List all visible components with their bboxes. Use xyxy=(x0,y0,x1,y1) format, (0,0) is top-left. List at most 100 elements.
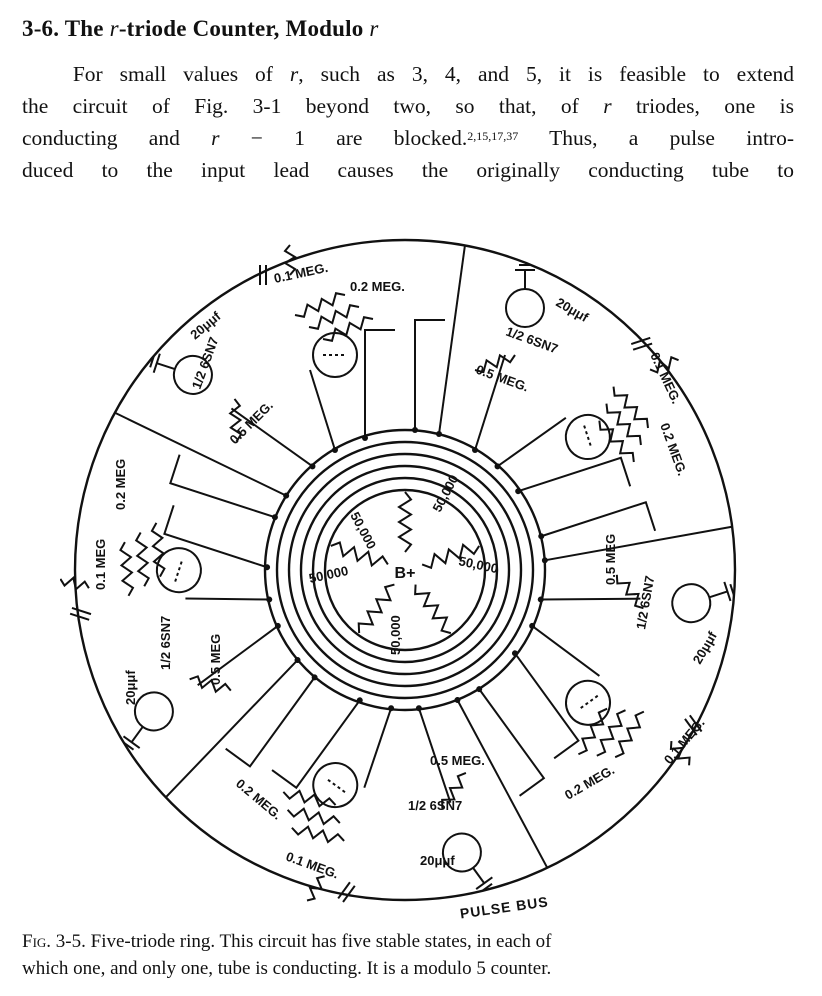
component-label: 0.1 MEG. xyxy=(647,350,684,406)
ground-symbol xyxy=(481,882,493,892)
junction-dot xyxy=(388,705,395,712)
capacitor-plate xyxy=(689,714,703,733)
capacitor-plate xyxy=(684,718,698,736)
ground-symbol xyxy=(149,355,155,368)
grid-resistor xyxy=(598,420,635,463)
indicator-tube xyxy=(505,288,545,328)
capacitor-plate xyxy=(630,336,651,345)
component-label: 1/2 6SN7 xyxy=(158,616,173,670)
grid-resistor xyxy=(578,707,608,756)
grid-resistor xyxy=(119,541,135,597)
triode-tube xyxy=(312,332,358,378)
junction-dot xyxy=(472,447,478,453)
triode-stage xyxy=(421,336,735,624)
junction-dot xyxy=(538,533,545,540)
inner-ring xyxy=(263,428,547,712)
grid-resistor xyxy=(605,403,642,446)
ground-wire xyxy=(156,362,176,370)
component-label: 0.5 MEG xyxy=(208,634,223,685)
bplus-resistor xyxy=(414,584,452,635)
triode-tube xyxy=(312,762,359,809)
caption-line: Fig. 3-5. Five-triode ring. This circuit… xyxy=(22,928,794,955)
grid-resistor xyxy=(134,531,151,587)
figure-caption: Fig. 3-5. Five-triode ring. This circuit… xyxy=(22,928,794,982)
ring-wire xyxy=(514,652,580,760)
component-label: 0.5 MEG. xyxy=(430,753,485,768)
component-label: 20μμf xyxy=(690,628,721,666)
paragraph-line: conducting and r − 1 are blocked.2,15,17… xyxy=(22,122,794,154)
text: triodes, one is xyxy=(611,94,794,118)
ground-symbol xyxy=(475,876,493,890)
triode-stage xyxy=(414,584,703,892)
grid-resistor xyxy=(612,386,649,429)
bplus-resistor xyxy=(397,491,413,553)
triode-tube xyxy=(565,679,612,726)
ground-wire xyxy=(472,867,486,884)
ring-wire xyxy=(478,688,546,797)
coupling-resistor xyxy=(669,740,691,766)
ring-wire xyxy=(364,329,395,438)
inner-ring xyxy=(275,440,535,700)
grid-resistor xyxy=(322,316,374,342)
pulse-bus-label: PULSE BUS xyxy=(459,893,549,921)
grid-resistor xyxy=(596,709,626,757)
grid-resistor xyxy=(614,710,645,759)
ring-wire xyxy=(363,707,393,788)
coupling-resistor xyxy=(649,355,679,374)
junction-dot xyxy=(494,463,501,470)
capacitor-plate xyxy=(71,606,92,616)
grid-resistor xyxy=(291,825,345,844)
junction-dot xyxy=(264,564,271,571)
junction-dot xyxy=(529,622,536,629)
junction-dot xyxy=(311,674,318,681)
bplus-resistor xyxy=(421,543,481,570)
ring-wire xyxy=(417,707,452,804)
junction-dot xyxy=(271,514,278,521)
figure-label: Fig. 3-5. xyxy=(22,931,86,952)
junction-dot xyxy=(356,697,363,704)
component-label: 1/2 6SN7 xyxy=(408,798,462,813)
component-label: 0.2 MEG. xyxy=(350,279,405,294)
paragraph-line: For small values of r, such as 3, 4, and… xyxy=(22,58,794,90)
var: r xyxy=(211,126,220,150)
center-label: B+ xyxy=(395,565,416,582)
ground-symbol xyxy=(122,735,141,749)
component-label: 50,000 xyxy=(347,509,379,551)
var: r xyxy=(603,94,612,118)
section-title-var: r xyxy=(369,16,379,41)
paragraph-line: the circuit of Fig. 3-1 beyond two, so t… xyxy=(22,90,794,122)
ring-wire xyxy=(474,354,506,451)
junction-dot xyxy=(415,705,422,712)
component-label: 1/2 6SN7 xyxy=(504,324,560,357)
ring-wire xyxy=(169,454,276,519)
triode-stage xyxy=(60,353,389,621)
junction-dot xyxy=(362,435,368,441)
junction-dot xyxy=(541,557,548,564)
bus-wire xyxy=(438,244,466,435)
ring-wire xyxy=(496,417,567,468)
tube-grid xyxy=(324,777,346,793)
grid-resistor xyxy=(294,292,346,318)
junction-dot xyxy=(511,650,518,657)
component-label: 20μμf xyxy=(420,853,455,868)
grid-resistor xyxy=(282,789,337,808)
ring-wire xyxy=(197,625,279,686)
bplus-resistor xyxy=(330,541,389,568)
ring-wire xyxy=(540,500,657,538)
tube-grid xyxy=(174,558,184,582)
triode-stage xyxy=(259,244,545,553)
junction-dot xyxy=(294,657,301,664)
bus-wire xyxy=(456,699,549,869)
inner-ring xyxy=(287,452,523,688)
indicator-tube xyxy=(671,583,712,624)
triode-stages xyxy=(60,244,735,903)
capacitor-plate xyxy=(69,612,90,621)
coupling-resistor xyxy=(283,244,297,276)
indicator-tube xyxy=(441,832,482,873)
ring-wire xyxy=(230,407,314,468)
junction-dot xyxy=(454,697,461,704)
ground-wire xyxy=(130,726,144,743)
component-label: 0.2 MEG xyxy=(113,459,128,510)
ring-wire xyxy=(271,699,361,790)
